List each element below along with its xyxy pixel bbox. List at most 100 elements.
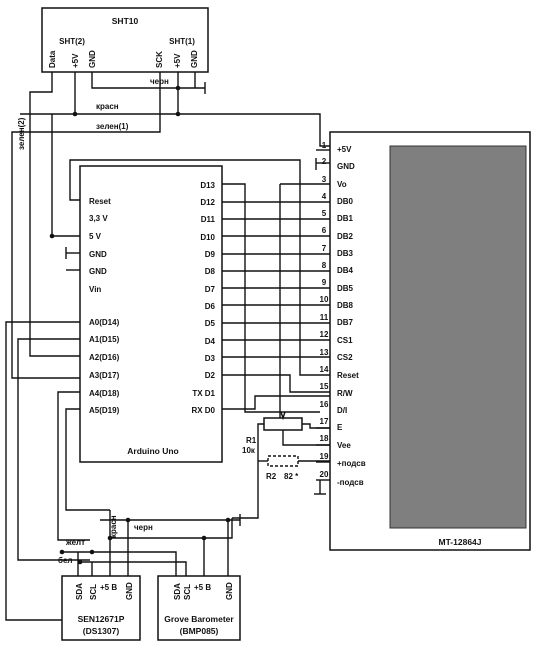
- arduino-pin-d2: D2: [205, 371, 216, 380]
- rtc-module: [61, 575, 141, 641]
- lcd-pin-label-13: CS2: [337, 353, 353, 362]
- arduino-pin-d1: TX D1: [192, 389, 215, 398]
- r2-name: R2: [266, 472, 277, 481]
- lcd-pin-num-18: 18: [320, 434, 329, 443]
- wire-label-zelen1: зелен(1): [96, 122, 129, 131]
- wire-label-cherny-top: черн: [150, 77, 169, 86]
- arduino-pin-5v: 5 V: [89, 232, 102, 241]
- lcd-pin-num-13: 13: [320, 348, 329, 357]
- lcd-pin-num-1: 1: [322, 141, 327, 150]
- r2-resistor: [232, 455, 330, 519]
- arduino-pin-d8: D8: [205, 267, 216, 276]
- arduino-pin-d10: D10: [200, 233, 215, 242]
- lcd-pin-label-2: GND: [337, 162, 355, 171]
- lcd-pin-label-5: DB1: [337, 214, 354, 223]
- sht10-pin-5v-b: +5V: [173, 53, 182, 68]
- rtc-pin-sda: SDA: [75, 583, 84, 600]
- arduino-pin-reset: Reset: [89, 197, 111, 206]
- wire-label-krasn-top: красн: [96, 102, 119, 111]
- baro-pin-5v: +5 В: [194, 583, 211, 592]
- arduino-pin-d3: D3: [205, 354, 216, 363]
- sht10-module: [41, 7, 209, 73]
- lcd-pin-num-8: 8: [322, 261, 327, 270]
- lcd-title: MT-12864J: [439, 537, 482, 547]
- arduino-pin-d9: D9: [205, 250, 216, 259]
- lcd-pin-num-10: 10: [320, 295, 329, 304]
- lcd-pin-label-19: +подсв: [337, 459, 366, 468]
- baro-name: Grove Barometer: [164, 614, 234, 624]
- lcd-pin-label-18: Vee: [337, 441, 351, 450]
- lcd-pin-num-9: 9: [322, 278, 327, 287]
- wire-label-cherny-bottom: черн: [134, 523, 153, 532]
- sensor-bus-wires: [62, 510, 241, 576]
- baro-pin-gnd: GND: [225, 582, 234, 600]
- baro-pin-scl: SCL: [183, 584, 192, 600]
- arduino-pin-a1: A1(D15): [89, 335, 120, 344]
- sht10-pin-gnd-b: GND: [190, 50, 199, 68]
- lcd-pin-label-4: DB0: [337, 197, 354, 206]
- lcd-pin-num-12: 12: [320, 330, 329, 339]
- r1-name: R1: [246, 436, 257, 445]
- baro-chip: (BMP085): [180, 626, 219, 636]
- rtc-chip: (DS1307): [83, 626, 120, 636]
- lcd-pin-num-5: 5: [322, 209, 327, 218]
- arduino-pin-3v3: 3,3 V: [89, 214, 108, 223]
- lcd-pin-label-7: DB3: [337, 249, 354, 258]
- arduino-pin-a0: A0(D14): [89, 318, 120, 327]
- sht10-wires: [11, 72, 330, 379]
- arduino-pin-d0: RX D0: [191, 406, 215, 415]
- sht10-title: SHT10: [112, 16, 139, 26]
- wire-label-bel: бел: [58, 556, 72, 565]
- lcd-pins: [315, 149, 330, 170]
- lcd-pin-label-1: +5V: [337, 145, 352, 154]
- arduino-pin-d5: D5: [205, 319, 216, 328]
- r2-value: 82 *: [284, 472, 299, 481]
- rtc-pin-scl: SCL: [89, 584, 98, 600]
- lcd-pin-label-17: E: [337, 423, 343, 432]
- arduino-pin-vin: Vin: [89, 285, 101, 294]
- lcd-pin-label-16: D/I: [337, 406, 347, 415]
- sht10-pin-sht1: SHT(1): [169, 37, 195, 46]
- arduino-pin-d12: D12: [200, 198, 215, 207]
- wire-label-zhelt: желт: [65, 538, 85, 547]
- arduino-pin-d7: D7: [205, 285, 216, 294]
- lcd-pin-num-3: 3: [322, 175, 327, 184]
- arduino-pin-d4: D4: [205, 337, 216, 346]
- sht10-pin-sht2: SHT(2): [59, 37, 85, 46]
- lcd-pin-label-12: CS1: [337, 336, 353, 345]
- arduino-pin-d11: D11: [201, 215, 216, 224]
- arduino-pin-gnd-2: GND: [89, 267, 107, 276]
- sht10-pin-5v-a: +5V: [71, 53, 80, 68]
- r1-value: 10к: [242, 446, 256, 455]
- lcd-pin-label-10: DB8: [337, 301, 354, 310]
- lcd-pin-label-6: DB2: [337, 232, 354, 241]
- arduino-pin-a3: A3(D17): [89, 371, 120, 380]
- lcd-pin-num-14: 14: [320, 365, 329, 374]
- lcd-pin-label-20: -подсв: [337, 478, 364, 487]
- lcd-pin-num-20: 20: [320, 470, 329, 479]
- lcd-pin-num-2: 2: [322, 157, 327, 166]
- wire-label-krasn-bottom: красн: [109, 515, 118, 538]
- lcd-screen: [389, 145, 527, 529]
- sht10-pin-data: Data: [48, 50, 57, 68]
- lcd-pin-num-4: 4: [322, 192, 327, 201]
- rtc-pin-gnd: GND: [125, 582, 134, 600]
- arduino-pin-a5: A5(D19): [89, 406, 120, 415]
- wire-label-zelen2: зелен(2): [17, 117, 26, 150]
- arduino-pin-a2: A2(D16): [89, 353, 120, 362]
- r1-potentiometer: [257, 184, 330, 498]
- lcd-pin-label-15: R/W: [337, 389, 353, 398]
- lcd-pin-num-17: 17: [320, 417, 329, 426]
- lcd-pin-num-19: 19: [320, 452, 329, 461]
- lcd-pin-label-14: Reset: [337, 371, 359, 380]
- lcd-pin-label-3: Vo: [337, 180, 347, 189]
- arduino-pin-gnd-1: GND: [89, 250, 107, 259]
- barometer-module: [157, 575, 241, 641]
- arduino-pin-d13: D13: [200, 181, 215, 190]
- lcd-pin-label-9: DB5: [337, 284, 354, 293]
- lcd-pin-label-11: DB7: [337, 318, 354, 327]
- rtc-name: SEN12671P: [78, 614, 125, 624]
- arduino-uno-board: [79, 165, 223, 463]
- rtc-pin-5v: +5 В: [100, 583, 117, 592]
